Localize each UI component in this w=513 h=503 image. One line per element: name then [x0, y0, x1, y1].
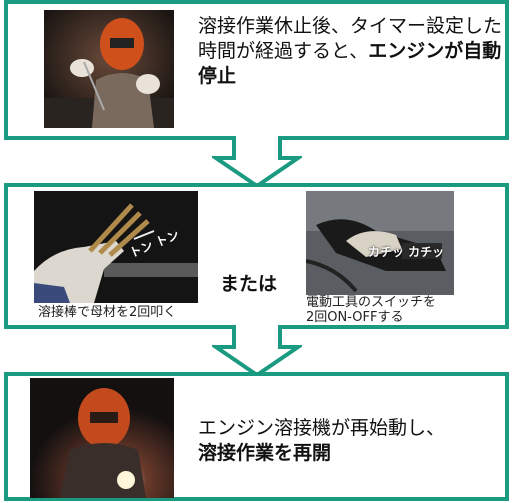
step3-panel: エンジン溶接機が再始動し、 溶接作業を再開: [4, 372, 509, 501]
step2-panel: トン トン 溶接棒で母材を2回叩く または カチッ カチッ 電動工具のスイッチを…: [4, 183, 509, 329]
option-b-caption: 電動工具のスイッチを 2回ON-OFFする: [306, 295, 436, 325]
option-a-caption: 溶接棒で母材を2回叩く: [38, 305, 177, 320]
down-arrow-2: [212, 325, 302, 377]
step1-panel: 溶接作業休止後、タイマー設定した時間が経過すると、エンジンが自動停止: [4, 0, 509, 140]
tapping-rod-photo: トン トン: [34, 191, 198, 303]
step1-description: 溶接作業休止後、タイマー設定した時間が経過すると、エンジンが自動停止: [198, 14, 503, 89]
option-b-caption-line2: 2回ON-OFFする: [306, 310, 404, 325]
step1-text-normal: 溶接作業休止後、タイマー設定した時間が経過すると、: [198, 15, 503, 62]
option-b-caption-line1: 電動工具のスイッチを: [306, 295, 437, 310]
or-label: または: [220, 273, 278, 295]
welder-photo: [44, 10, 174, 128]
welding-resumed-photo: [30, 378, 174, 498]
down-arrow-1: [212, 136, 302, 188]
click-sound-label: カチッ カチッ: [368, 245, 445, 259]
step3-text-normal: エンジン溶接機が再始動し、: [198, 417, 446, 439]
step3-description: エンジン溶接機が再始動し、 溶接作業を再開: [198, 416, 498, 466]
step3-text-bold: 溶接作業を再開: [198, 442, 332, 464]
tool-switch-photo: カチッ カチッ: [306, 191, 454, 295]
step1-text-bold: エンジンが自動停止: [198, 40, 502, 87]
